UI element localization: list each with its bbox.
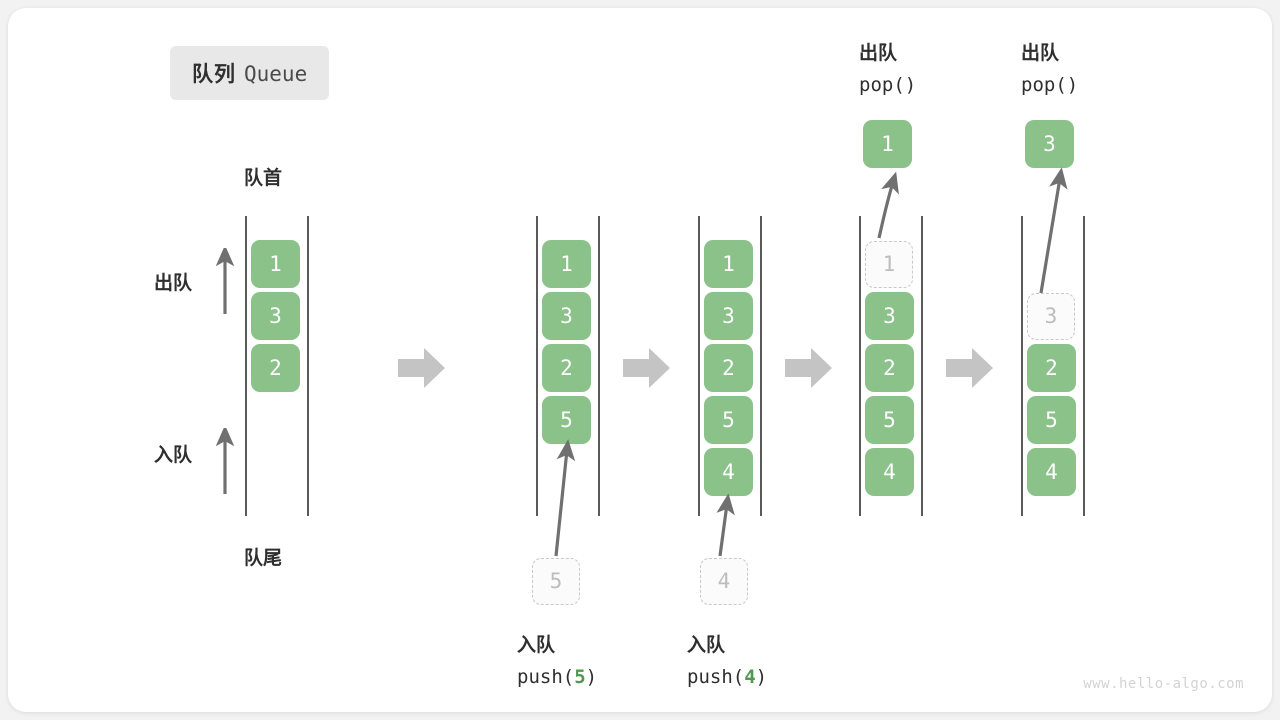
- dequeue-direction-arrow: [215, 248, 235, 314]
- ghost-item-popped-3: 3: [1027, 293, 1075, 340]
- diagram-stage: 队列 Queue 队首 队尾 出队 入队 1 3 2: [8, 8, 1272, 712]
- pop-1-op-label: 出队: [859, 43, 898, 64]
- step-arrow-icon: [398, 348, 445, 388]
- queue-item: 5: [865, 396, 914, 444]
- pop-1-arrow: [877, 171, 899, 239]
- title-cn: 队列: [192, 63, 236, 86]
- queue-item: 2: [704, 344, 753, 392]
- pop-3-arrow: [1039, 167, 1068, 294]
- watermark: www.hello-algo.com: [1083, 676, 1244, 692]
- enqueue-direction-arrow: [215, 428, 235, 494]
- rail-left-col2: [536, 216, 538, 516]
- diagram-card: 队列 Queue 队首 队尾 出队 入队 1 3 2: [8, 8, 1272, 712]
- push-5-code: push(5): [517, 666, 597, 688]
- queue-item: 3: [865, 292, 914, 340]
- push-4-arrow: [716, 494, 735, 557]
- label-rear: 队尾: [244, 548, 283, 569]
- queue-item: 5: [704, 396, 753, 444]
- queue-item: 4: [865, 448, 914, 496]
- queue-item: 3: [542, 292, 591, 340]
- pop-1-code: pop(): [859, 74, 917, 96]
- ghost-item-push-4: 4: [700, 558, 748, 605]
- queue-item: 5: [542, 396, 591, 444]
- queue-item: 1: [542, 240, 591, 288]
- push-4-code-prefix: push(: [687, 666, 745, 688]
- queue-item: 4: [704, 448, 753, 496]
- push-5-op-label: 入队: [517, 635, 556, 656]
- rail-right-col2: [598, 216, 600, 516]
- step-arrow-icon: [785, 348, 832, 388]
- push-4-code-suffix: ): [755, 666, 768, 688]
- ghost-item-popped-1: 1: [865, 241, 913, 288]
- queue-item: 2: [542, 344, 591, 392]
- queue-item: 4: [1027, 448, 1076, 496]
- popped-item-1: 1: [863, 120, 912, 168]
- push-5-code-prefix: push(: [517, 666, 575, 688]
- queue-item: 2: [865, 344, 914, 392]
- label-front: 队首: [244, 168, 283, 189]
- label-enqueue: 入队: [154, 445, 193, 466]
- title-en: Queue: [244, 62, 308, 86]
- title-badge: 队列 Queue: [170, 46, 330, 100]
- pop-3-code: pop(): [1021, 74, 1079, 96]
- queue-item: 3: [704, 292, 753, 340]
- rail-right-col1: [307, 216, 309, 516]
- rail-left-col3: [698, 216, 700, 516]
- queue-item: 3: [251, 292, 300, 340]
- rail-left-col1: [245, 216, 247, 516]
- queue-item: 2: [1027, 344, 1076, 392]
- label-dequeue: 出队: [154, 273, 193, 294]
- popped-item-3: 3: [1025, 120, 1074, 168]
- queue-item: 2: [251, 344, 300, 392]
- rail-right-col4: [921, 216, 923, 516]
- queue-item: 5: [1027, 396, 1076, 444]
- push-5-code-suffix: ): [585, 666, 598, 688]
- rail-left-col4: [859, 216, 861, 516]
- step-arrow-icon: [946, 348, 993, 388]
- push-5-arrow: [554, 439, 576, 557]
- push-4-code: push(4): [687, 666, 767, 688]
- push-4-code-value: 4: [744, 666, 756, 688]
- push-4-op-label: 入队: [687, 635, 726, 656]
- push-5-code-value: 5: [574, 666, 586, 688]
- ghost-item-push-5: 5: [532, 558, 580, 605]
- step-arrow-icon: [623, 348, 670, 388]
- queue-item: 1: [704, 240, 753, 288]
- rail-left-col5: [1021, 216, 1023, 516]
- rail-right-col5: [1083, 216, 1085, 516]
- queue-item: 1: [251, 240, 300, 288]
- rail-right-col3: [760, 216, 762, 516]
- pop-3-op-label: 出队: [1021, 43, 1060, 64]
